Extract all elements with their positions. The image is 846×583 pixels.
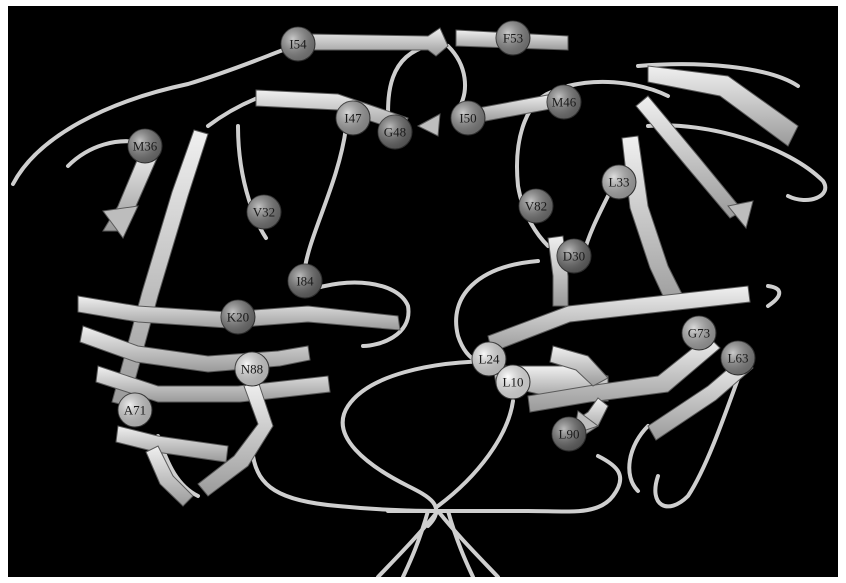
residue-l63: L63	[721, 341, 755, 375]
residue-m46: M46	[547, 85, 581, 119]
residue-label: L63	[728, 351, 749, 366]
residue-label: I47	[344, 111, 362, 126]
residue-label: L90	[559, 427, 580, 442]
residue-k20: K20	[221, 300, 255, 334]
residue-label: M46	[552, 95, 577, 110]
residue-label: K20	[227, 310, 249, 325]
residue-v32: V32	[247, 195, 281, 229]
residue-l33: L33	[602, 165, 636, 199]
residue-a71: A71	[118, 393, 152, 427]
residue-i50: I50	[451, 101, 485, 135]
residue-label: G48	[384, 125, 406, 140]
residue-label: I54	[289, 37, 307, 52]
residue-v82: V82	[519, 189, 553, 223]
residue-g48: G48	[378, 115, 412, 149]
residue-label: V32	[253, 205, 275, 220]
beta-strands	[78, 28, 798, 506]
residue-n88: N88	[235, 352, 269, 386]
residue-label: L10	[503, 375, 524, 390]
residue-label: I84	[296, 274, 314, 289]
residue-label: D30	[563, 249, 585, 264]
residue-label: L33	[609, 175, 630, 190]
residue-label: N88	[241, 362, 263, 377]
residue-l90: L90	[552, 417, 586, 451]
residue-m36: M36	[128, 129, 162, 163]
residue-d30: D30	[557, 239, 591, 273]
residue-label: A71	[124, 403, 146, 418]
residue-g73: G73	[682, 316, 716, 350]
residue-label: M36	[133, 139, 158, 154]
residue-i84: I84	[288, 264, 322, 298]
residue-label: L24	[479, 352, 500, 367]
residue-label: I50	[459, 111, 476, 126]
residue-label: V82	[525, 199, 547, 214]
residue-label: G73	[688, 326, 710, 341]
residue-i47: I47	[336, 101, 370, 135]
residue-f53: F53	[496, 21, 530, 55]
residue-label: F53	[503, 31, 523, 46]
residue-l10: L10	[496, 365, 530, 399]
residue-i54: I54	[281, 27, 315, 61]
